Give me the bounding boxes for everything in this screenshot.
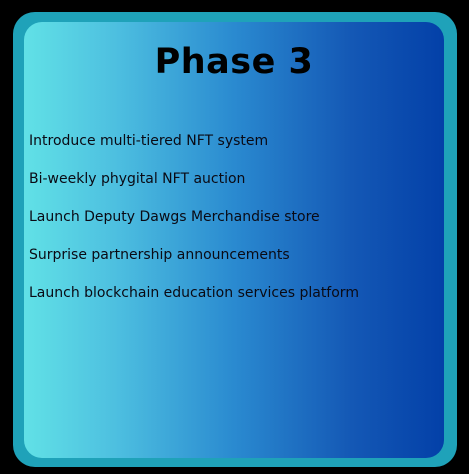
phase-item: Introduce multi-tiered NFT system (29, 133, 269, 149)
phase-item: Surprise partnership announcements (29, 247, 290, 263)
phase-title: Phase 3 (154, 42, 314, 82)
phase-item: Launch Deputy Dawgs Merchandise store (29, 209, 320, 225)
phase-item-list: Introduce multi-tiered NFT system Bi-wee… (29, 132, 359, 322)
phase-item: Bi-weekly phygital NFT auction (29, 171, 246, 187)
phase-item: Launch blockchain education services pla… (29, 285, 359, 301)
phase-card: Phase 3 Introduce multi-tiered NFT syste… (24, 22, 444, 458)
